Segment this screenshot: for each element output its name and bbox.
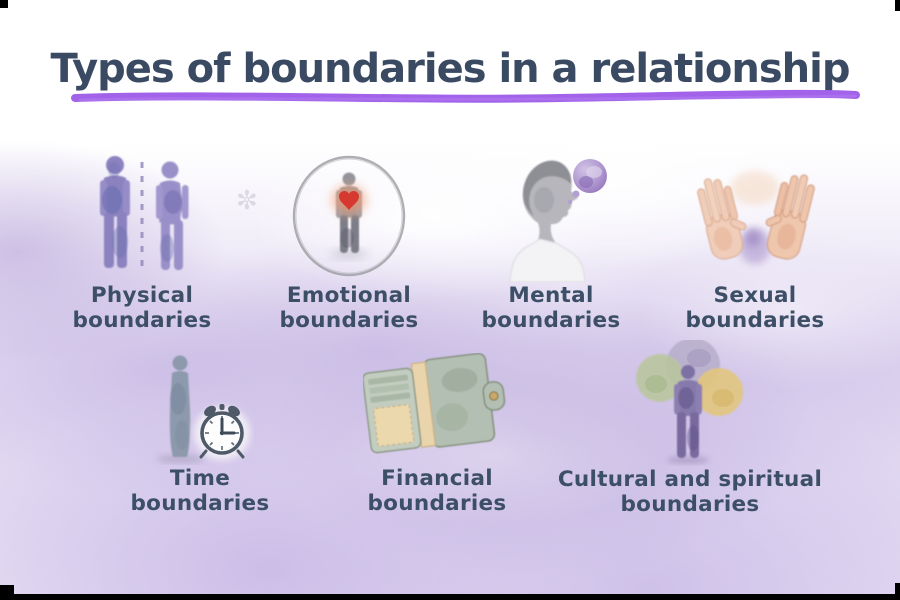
corner-artifact-top-left bbox=[0, 0, 8, 8]
boundary-card-mental: Mental boundaries bbox=[461, 150, 641, 334]
corner-artifact-bottom-right bbox=[895, 583, 900, 595]
title-underline-stroke bbox=[71, 89, 860, 103]
two-people-dashed-divider-icon bbox=[85, 150, 200, 282]
snowflake-doodle: ✼ bbox=[236, 186, 258, 216]
two-open-hands-icon bbox=[693, 150, 818, 282]
corner-artifact-bottom-left bbox=[0, 585, 14, 595]
item-label: Time boundaries bbox=[130, 466, 270, 516]
item-label: Sexual boundaries bbox=[685, 283, 825, 333]
item-label: Financial boundaries bbox=[367, 466, 507, 516]
item-label: Physical boundaries bbox=[72, 283, 212, 333]
corner-artifact-top-right bbox=[895, 0, 900, 11]
boundary-card-cultural-spiritual: Cultural and spiritual boundaries bbox=[545, 340, 835, 518]
person-with-alarm-clock-icon bbox=[146, 350, 254, 465]
boundary-card-financial: Financial boundaries bbox=[347, 350, 527, 517]
page-title: Types of boundaries in a relationship bbox=[50, 46, 851, 92]
item-label: Emotional boundaries bbox=[279, 283, 419, 333]
boundary-card-time: Time boundaries bbox=[110, 350, 290, 517]
boundary-card-sexual: Sexual boundaries bbox=[665, 150, 845, 334]
boundary-card-emotional: Emotional boundaries bbox=[259, 150, 439, 334]
person-in-circle-with-heart-icon bbox=[290, 150, 408, 282]
person-with-colored-circles-icon bbox=[631, 340, 749, 466]
head-with-thought-bubble-icon bbox=[486, 150, 616, 282]
open-wallet-icon bbox=[363, 350, 511, 465]
boundary-card-physical: Physical boundaries bbox=[52, 150, 232, 334]
bottom-edge-artifact bbox=[0, 594, 900, 600]
item-label: Cultural and spiritual boundaries bbox=[557, 467, 823, 517]
item-label: Mental boundaries bbox=[481, 283, 621, 333]
